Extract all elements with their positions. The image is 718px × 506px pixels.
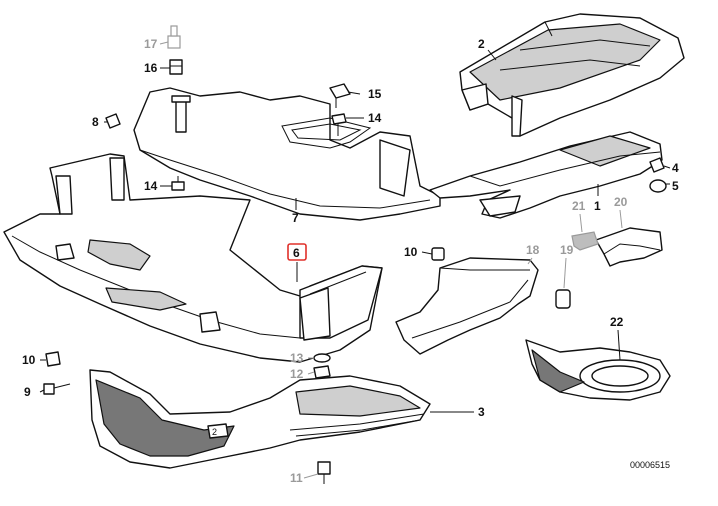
callout-10-lower: 10 — [22, 353, 36, 367]
part-6-main-shield[interactable] — [3, 153, 383, 363]
part-19-rubber-mount[interactable] — [555, 289, 571, 309]
callout-12: 12 — [290, 367, 304, 381]
part-8-nut[interactable] — [105, 113, 121, 129]
part-5-grommet[interactable] — [649, 179, 667, 193]
part-20-bracket[interactable] — [595, 227, 663, 267]
part-10-bushing-upper[interactable] — [431, 247, 445, 261]
callout-5: 5 — [672, 179, 679, 193]
part-12-nut[interactable] — [313, 365, 331, 379]
part-4-nut[interactable] — [649, 157, 665, 173]
leader-lines — [39, 41, 671, 479]
part-3-front-lower-shield[interactable]: 2 — [89, 369, 431, 469]
drawing-number: 00006515 — [630, 460, 670, 470]
callout-labels: 17 16 8 15 14 14 2 1 4 5 7 6 10 18 19 20… — [22, 37, 679, 485]
part-11-clip[interactable] — [317, 461, 331, 484]
callout-20: 20 — [614, 195, 628, 209]
part-15-clip-nut[interactable] — [329, 83, 351, 108]
callout-9: 9 — [24, 385, 31, 399]
part-14-screw-lower[interactable] — [171, 176, 185, 191]
svg-text:2: 2 — [212, 427, 217, 437]
callout-22: 22 — [610, 315, 624, 329]
part-18-side-panel[interactable] — [395, 257, 539, 355]
callout-14-lower: 14 — [144, 179, 158, 193]
callout-13: 13 — [290, 351, 304, 365]
callout-6-highlight — [287, 243, 307, 261]
part-1-center-shield[interactable] — [429, 131, 663, 219]
callout-3: 3 — [478, 405, 485, 419]
part-22-heat-shield[interactable] — [525, 339, 671, 401]
callout-15: 15 — [368, 87, 382, 101]
part-13-washer[interactable] — [313, 353, 331, 363]
callout-10-upper: 10 — [404, 245, 418, 259]
callout-17: 17 — [144, 37, 158, 51]
part-10-nut-lower[interactable] — [45, 351, 61, 367]
callout-7: 7 — [292, 211, 299, 225]
callout-16: 16 — [144, 61, 158, 75]
callout-18: 18 — [526, 243, 540, 257]
callout-21: 21 — [572, 199, 586, 213]
part-21-clip[interactable] — [571, 231, 599, 251]
part-9-screw[interactable] — [43, 383, 71, 395]
callout-1: 1 — [594, 199, 601, 213]
part-7-upper-shield[interactable] — [133, 87, 441, 221]
part-14-screw-upper[interactable] — [331, 113, 347, 136]
callout-6[interactable]: 6 — [293, 246, 300, 260]
part-17-bolt[interactable] — [167, 25, 181, 49]
callout-11: 11 — [290, 471, 303, 485]
callout-14-upper: 14 — [368, 111, 382, 125]
part-2-air-duct[interactable] — [459, 13, 685, 137]
part-16-bushing[interactable] — [169, 59, 183, 75]
callout-4: 4 — [672, 161, 679, 175]
callout-19: 19 — [560, 243, 574, 257]
callout-2: 2 — [478, 37, 485, 51]
callout-8: 8 — [92, 115, 99, 129]
